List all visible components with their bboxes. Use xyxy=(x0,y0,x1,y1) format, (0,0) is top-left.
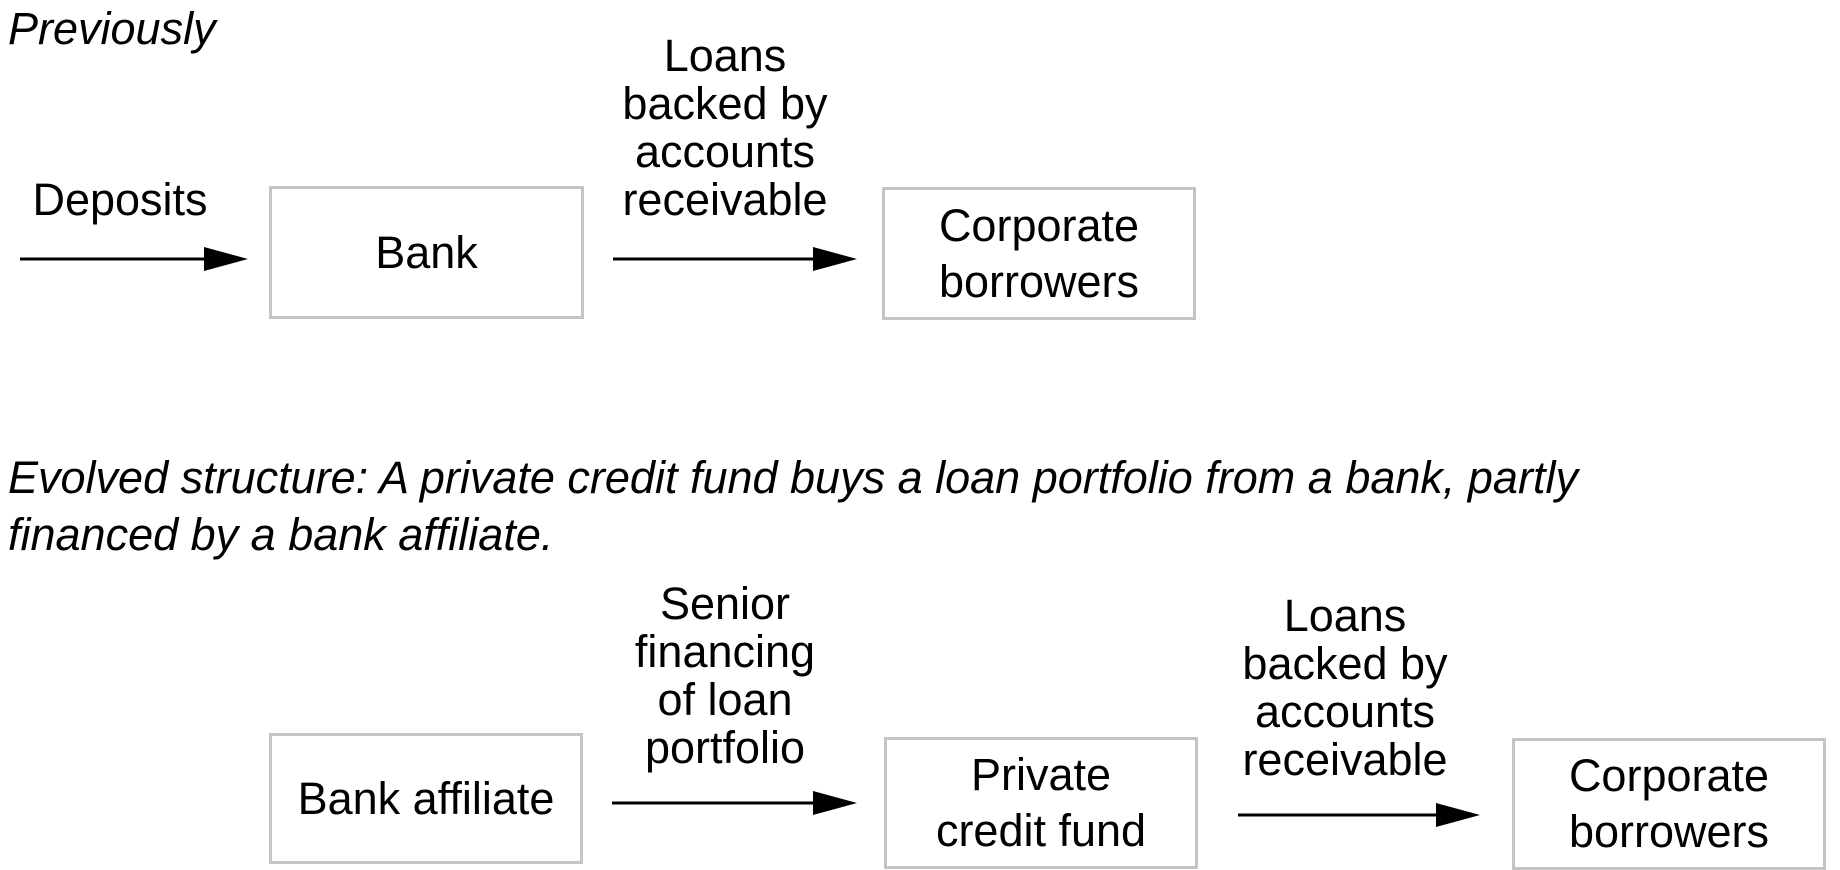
flow-label-line: backed by xyxy=(1242,638,1448,689)
flow-label-loans-2: Loans backed by accounts receivable xyxy=(1220,592,1470,784)
section-heading-previously: Previously xyxy=(8,3,216,54)
entity-box-private-credit-fund: Private credit fund xyxy=(884,737,1198,869)
entity-box-bank: Bank xyxy=(269,186,584,319)
arrow-bank-to-corporate-borrowers xyxy=(613,247,857,271)
flow-label-line: Loans xyxy=(1283,590,1407,641)
entity-label: Bank xyxy=(375,226,478,278)
flow-label-line: of loan xyxy=(657,674,793,725)
entity-label: Bank affiliate xyxy=(297,772,555,824)
flow-label-line: backed by xyxy=(622,78,828,129)
flow-label-line: Senior xyxy=(659,578,791,629)
flow-label-line: accounts xyxy=(1254,686,1436,737)
flow-label-senior-financing: Senior financing of loan portfolio xyxy=(600,580,850,772)
arrow-deposits-to-bank xyxy=(20,247,248,271)
arrow-private-credit-fund-to-corporate-borrowers xyxy=(1238,803,1480,827)
entity-label: Private credit fund xyxy=(935,749,1147,856)
flow-label-loans-1: Loans backed by accounts receivable xyxy=(600,32,850,224)
flow-label-line: receivable xyxy=(1242,734,1448,785)
entity-label: Corporate borrowers xyxy=(1568,750,1770,857)
flow-label-line: financing xyxy=(634,626,816,677)
entity-box-corporate-borrowers: Corporate borrowers xyxy=(882,187,1196,320)
flow-label-line: accounts xyxy=(634,126,816,177)
flow-label-line: Loans xyxy=(663,30,787,81)
flow-label-line: portfolio xyxy=(644,722,806,773)
entity-box-bank-affiliate: Bank affiliate xyxy=(269,733,583,864)
arrow-bank-affiliate-to-private-credit-fund xyxy=(612,791,857,815)
flow-label-line: receivable xyxy=(622,174,828,225)
flow-label-deposits: Deposits xyxy=(10,176,230,224)
entity-label: Corporate borrowers xyxy=(938,199,1140,307)
entity-box-corporate-borrowers-2: Corporate borrowers xyxy=(1512,738,1826,870)
flow-label-line: Deposits xyxy=(32,174,208,225)
section-heading-evolved-structure: Evolved structure: A private credit fund… xyxy=(8,452,1578,560)
